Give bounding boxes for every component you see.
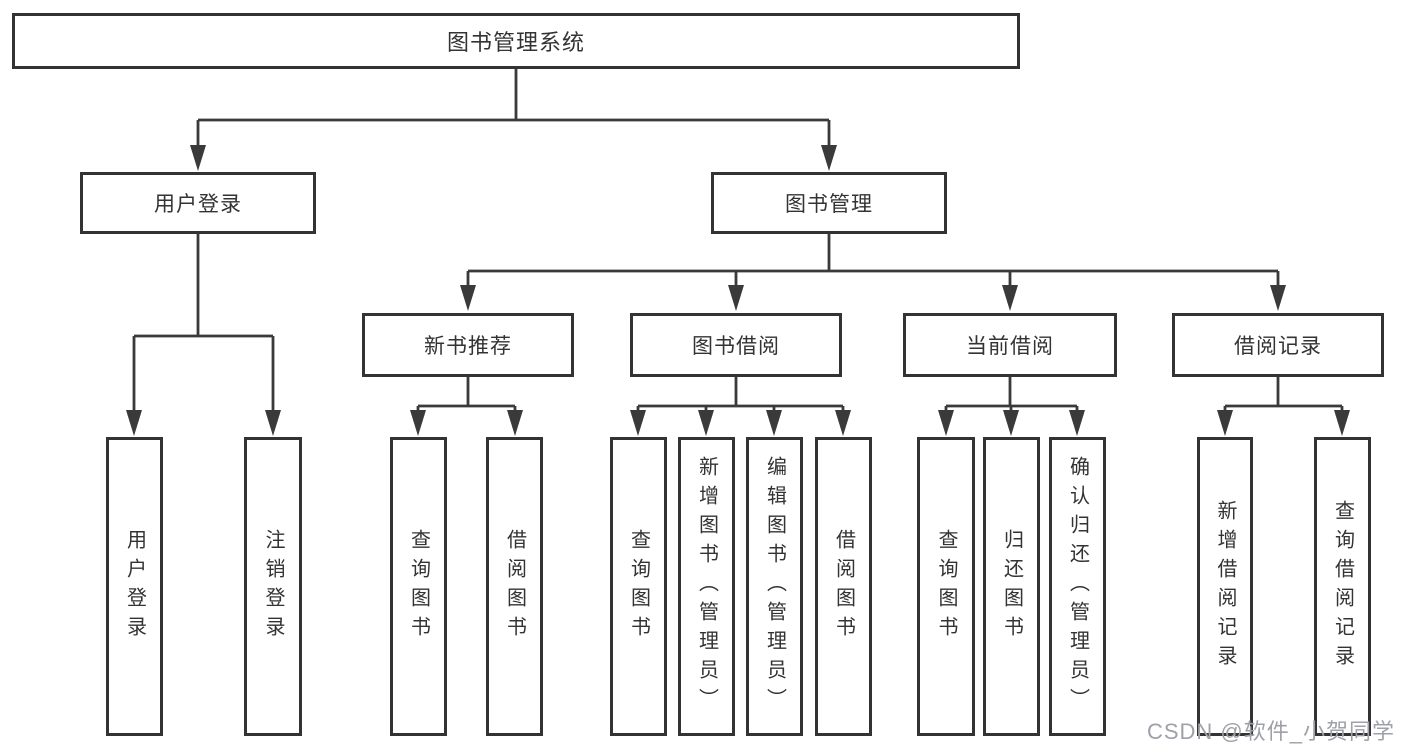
leaf-add-book-admin: 新增图书（管理员）	[678, 437, 735, 736]
leaf-query-book-borrow: 查询图书	[610, 437, 667, 736]
leaf-user-login: 用户登录	[106, 437, 163, 736]
node-book-management-branch: 图书管理	[711, 172, 947, 234]
leaf-add-borrow-record: 新增借阅记录	[1197, 437, 1253, 736]
leaf-edit-book-admin: 编辑图书（管理员）	[746, 437, 803, 736]
arrowhead-icons	[126, 145, 1350, 436]
leaf-confirm-return-admin: 确认归还（管理员）	[1049, 437, 1106, 736]
csdn-watermark: CSDN @软件_小贺同学	[1146, 719, 1395, 744]
leaf-return-book: 归还图书	[983, 437, 1040, 736]
leaf-borrow-book: 借阅图书	[815, 437, 872, 736]
node-new-book-recommend: 新书推荐	[362, 313, 574, 377]
leaf-query-borrow-record: 查询借阅记录	[1314, 437, 1371, 736]
node-library-management-system: 图书管理系统	[12, 13, 1020, 69]
leaf-logout: 注销登录	[244, 437, 302, 736]
node-borrow-record: 借阅记录	[1172, 313, 1384, 377]
leaf-query-book-recommend: 查询图书	[390, 437, 447, 736]
leaf-query-book-current: 查询图书	[917, 437, 975, 736]
node-current-borrow: 当前借阅	[903, 313, 1117, 377]
node-book-borrow: 图书借阅	[630, 313, 842, 377]
leaf-borrow-book-recommend: 借阅图书	[486, 437, 543, 736]
node-user-login-branch: 用户登录	[80, 172, 316, 234]
